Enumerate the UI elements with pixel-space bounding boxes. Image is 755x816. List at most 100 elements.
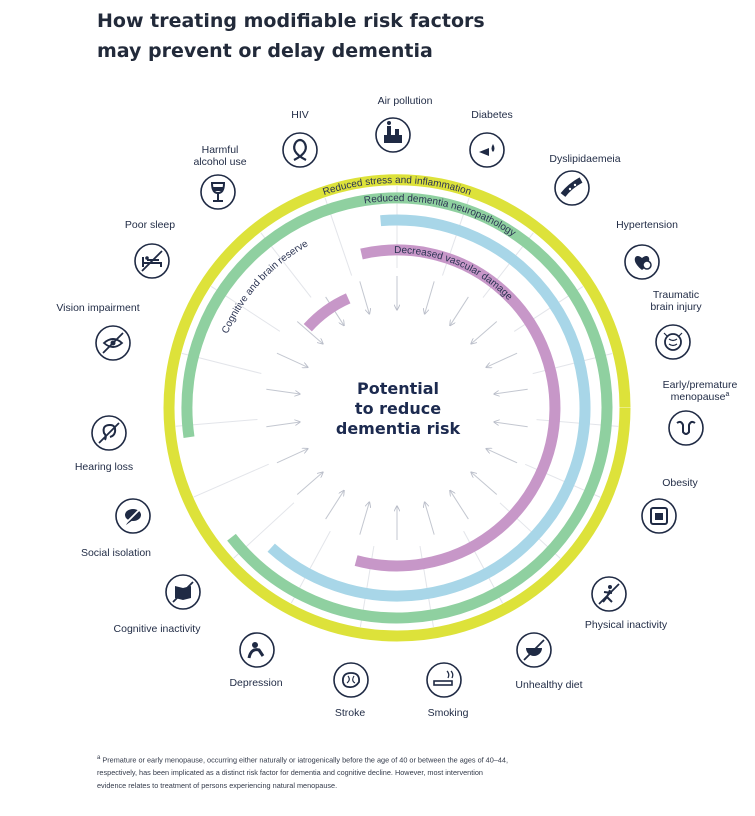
- brain-icon: [333, 662, 369, 698]
- arc-vascular-damage: [354, 244, 561, 572]
- risk-factor-label: Harmful: [202, 144, 239, 156]
- no-book-icon: [165, 574, 201, 610]
- risk-factor-label: alcohol use: [193, 156, 246, 168]
- arc-stress-inflammation: [163, 174, 631, 642]
- inward-arrow: [359, 502, 370, 535]
- risk-factor-label: Dyslipidaemeia: [549, 153, 620, 165]
- risk-factor-label: Traumatic: [653, 289, 699, 301]
- sad-person-icon: [239, 632, 275, 668]
- risk-factor-air-pollution: Air pollution: [375, 95, 433, 153]
- footnote-line-2: respectively, has been implicated as a d…: [97, 768, 483, 778]
- footnote-line-1: Premature or early menopause, occurring …: [102, 755, 509, 765]
- arc-dementia-neuropathology: [181, 192, 613, 624]
- inward-arrow: [471, 321, 498, 344]
- artery-icon: [554, 170, 590, 206]
- risk-factor-vision-impairment: Vision impairment: [56, 302, 140, 361]
- center-line-1: Potential: [357, 379, 439, 398]
- risk-factor-depression: Depression: [229, 632, 283, 689]
- brain-injury-icon: [655, 324, 691, 360]
- heart-gauge-icon: [624, 244, 660, 280]
- inward-arrow: [425, 281, 435, 314]
- risk-factor-hypertension: Hypertension: [616, 219, 678, 280]
- uterus-icon: [668, 410, 704, 446]
- no-bed-icon: [134, 243, 170, 279]
- risk-factor-label: menopausea: [671, 391, 730, 403]
- risk-factor-list: HIV Air pollutionDiabetesDyslipidaemeiaHy…: [56, 95, 737, 719]
- risk-factor-label: HIV: [291, 109, 309, 121]
- risk-factor-cognitive-inactivity: Cognitive inactivity: [114, 574, 202, 635]
- center-line-3: dementia risk: [336, 419, 461, 438]
- inward-arrow: [471, 472, 498, 495]
- risk-factor-label: Smoking: [428, 707, 469, 719]
- risk-factor-label: Depression: [229, 677, 282, 689]
- no-orange-icon: [516, 632, 552, 668]
- risk-factor-dyslipidaemia: Dyslipidaemeia: [549, 153, 621, 206]
- scale-icon: [641, 498, 677, 534]
- risk-factor-label: Social isolation: [81, 547, 151, 559]
- title-line-2: may prevent or delay dementia: [97, 40, 433, 62]
- risk-factor-label: Unhealthy diet: [515, 679, 582, 691]
- inward-arrow: [425, 502, 435, 535]
- risk-factor-label: Diabetes: [471, 109, 512, 121]
- risk-factor-obesity: Obesity: [641, 477, 699, 534]
- title-line-1: How treating modifiable risk factors: [97, 10, 485, 32]
- risk-factor-label: Stroke: [335, 707, 366, 719]
- inward-arrow: [494, 388, 528, 394]
- inward-arrow: [266, 422, 300, 428]
- risk-factor-label: Hearing loss: [75, 461, 133, 473]
- footnote-ref: a: [725, 391, 729, 398]
- risk-factor-label: Air pollution: [378, 95, 433, 107]
- inward-arrow: [325, 490, 344, 520]
- risk-factor-label: Vision impairment: [56, 302, 139, 314]
- footnote-line-3: evidence relates to treatment of persons…: [97, 781, 338, 791]
- arc-cognitive-reserve: [267, 214, 591, 602]
- risk-factor-label: Hypertension: [616, 219, 678, 231]
- risk-factor-social-isolation: Social isolation: [81, 498, 151, 559]
- center-arrows: [266, 276, 528, 540]
- spoke-line: [193, 463, 269, 498]
- risk-factor-label: Poor sleep: [125, 219, 175, 231]
- cigarette-icon: [426, 662, 462, 698]
- no-running-icon: [591, 576, 627, 612]
- risk-factor-physical-inactivity: Physical inactivity: [585, 576, 668, 631]
- risk-factor-hiv: HIV: [282, 109, 318, 168]
- inward-arrow: [359, 281, 370, 314]
- risk-factor-smoking: Smoking: [426, 662, 469, 719]
- risk-factor-label: Early/premature: [663, 379, 738, 391]
- inward-arrow: [450, 296, 469, 326]
- inward-arrow: [296, 472, 323, 495]
- footnote: a Premature or early menopause, occurrin…: [97, 752, 637, 792]
- ribbon-icon: [282, 132, 318, 168]
- blood-drop-icon: [469, 132, 505, 168]
- inward-arrow: [266, 388, 300, 394]
- footnote-marker: a: [97, 755, 101, 761]
- risk-factor-label: Obesity: [662, 477, 698, 489]
- risk-factor-diabetes: Diabetes: [469, 109, 513, 168]
- page-title: How treating modifiable risk factors may…: [97, 6, 617, 66]
- inward-arrow: [296, 321, 323, 344]
- risk-factor-label: Physical inactivity: [585, 619, 668, 631]
- risk-factor-hearing-loss: Hearing loss: [75, 415, 133, 473]
- risk-factor-unhealthy-diet: Unhealthy diet: [515, 632, 583, 691]
- inward-arrow: [450, 490, 469, 520]
- risk-factor-label: brain injury: [650, 301, 702, 313]
- risk-factor-label: Cognitive inactivity: [114, 623, 202, 635]
- wine-glass-icon: [200, 174, 236, 210]
- center-line-2: to reduce: [355, 399, 441, 418]
- risk-factor-stroke: Stroke: [333, 662, 369, 719]
- no-chat-icon: [115, 498, 151, 534]
- risk-factor-poor-sleep: Poor sleep: [125, 219, 175, 279]
- inward-arrow: [276, 449, 308, 464]
- no-ear-icon: [91, 415, 127, 451]
- factory-icon: [375, 117, 411, 153]
- inward-arrow: [486, 449, 518, 464]
- arc-vascular-damage-segment: [303, 293, 351, 332]
- no-eye-icon: [95, 325, 131, 361]
- inward-arrow: [486, 352, 518, 367]
- inward-arrow: [276, 352, 308, 367]
- inward-arrow: [494, 422, 528, 428]
